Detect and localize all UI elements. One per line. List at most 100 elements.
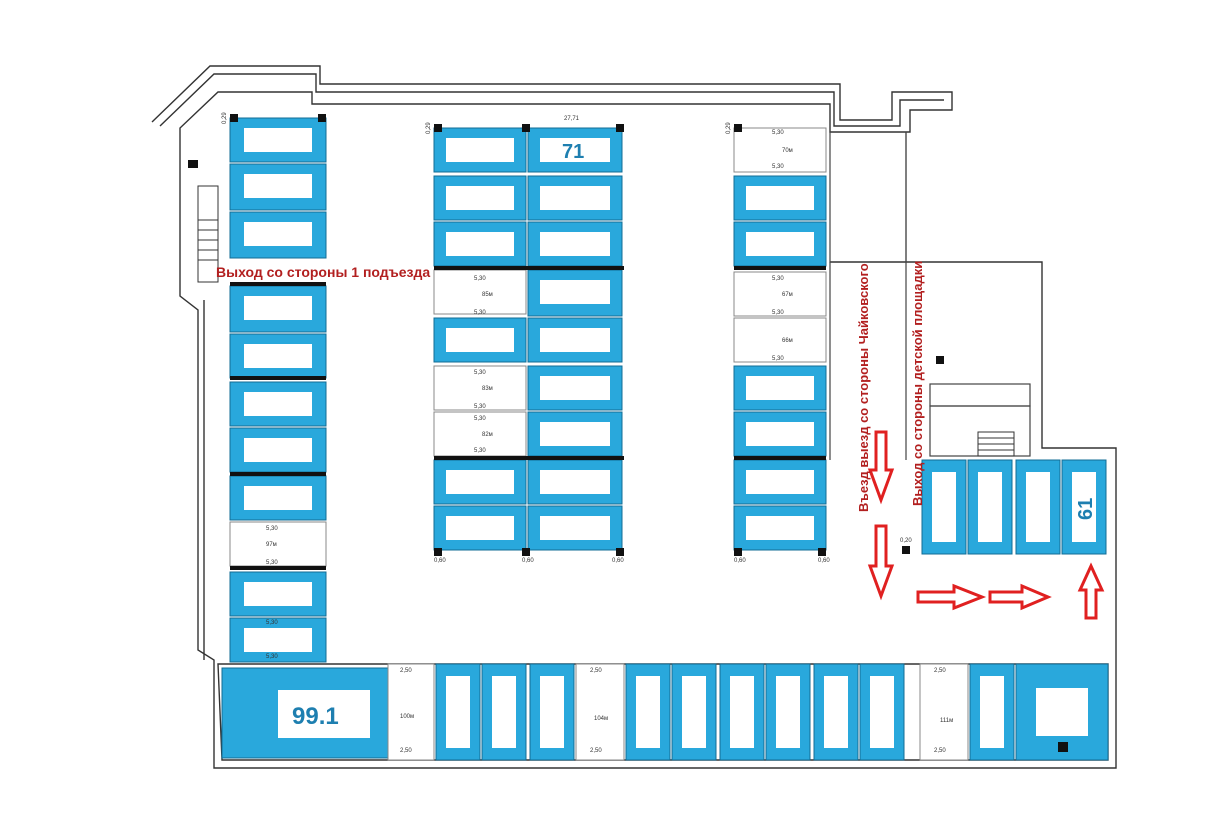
arrow-down-icon xyxy=(867,430,895,505)
parking-spot xyxy=(719,663,765,761)
label-exit-entrance-1: Выход со стороны 1 подъезда xyxy=(216,264,430,280)
dim-label: 0,60 xyxy=(818,558,830,564)
parking-spot-free xyxy=(387,663,435,761)
direction-arrows xyxy=(867,430,1105,620)
parking-spot xyxy=(625,663,671,761)
staircase-right xyxy=(977,431,1015,457)
free-spot-70: 70м xyxy=(782,148,793,154)
parking-spot-61 xyxy=(1061,459,1107,555)
free-spot-82: 82м xyxy=(482,432,493,438)
dim-label: 5,30 xyxy=(266,560,278,566)
parking-spot xyxy=(671,663,717,761)
dim-label: 5,30 xyxy=(474,416,486,422)
parking-spot xyxy=(733,505,827,551)
parking-spot xyxy=(733,411,827,457)
parking-spot xyxy=(433,505,527,551)
parking-spot xyxy=(969,663,1015,761)
ramp-walls xyxy=(829,131,1031,460)
dim-label: 0,60 xyxy=(734,558,746,564)
arrow-up-icon xyxy=(1077,562,1105,620)
parking-spot xyxy=(967,459,1013,555)
spot-number-99: 99.1 xyxy=(292,703,339,730)
parking-spot xyxy=(765,663,811,761)
parking-spot xyxy=(527,505,623,551)
parking-spot xyxy=(1015,459,1061,555)
parking-spot-free xyxy=(733,271,827,317)
parking-spot xyxy=(527,411,623,457)
arrow-right-icon xyxy=(916,583,987,611)
dim-label: 5,30 xyxy=(266,654,278,660)
parking-spot xyxy=(859,663,905,761)
parking-spot xyxy=(433,459,527,505)
parking-spot-free xyxy=(733,127,827,173)
parking-spot xyxy=(229,163,327,211)
parking-spot xyxy=(527,317,623,363)
dim-label: 2,50 xyxy=(400,748,412,754)
dim-label: 2,50 xyxy=(934,668,946,674)
parking-spot-free xyxy=(433,365,527,411)
dim-label: 5,30 xyxy=(772,130,784,136)
parking-spot-99 xyxy=(221,667,389,759)
bottom-row-spots xyxy=(221,663,1109,761)
dim-label: 0,60 xyxy=(522,558,534,564)
columns xyxy=(188,114,1068,752)
parking-spot-free xyxy=(733,317,827,363)
parking-spot xyxy=(733,459,827,505)
dim-label: 5,30 xyxy=(474,310,486,316)
dim-label: 5,30 xyxy=(266,526,278,532)
parking-spot xyxy=(527,127,623,173)
parking-spot xyxy=(229,211,327,259)
dim-label: 5,30 xyxy=(772,164,784,170)
parking-spot xyxy=(527,221,623,267)
parking-spot xyxy=(527,269,623,317)
arrow-right-icon xyxy=(988,583,1052,611)
free-spot-100: 100м xyxy=(400,714,414,720)
dim-label: 0,29 xyxy=(726,122,732,134)
parking-spot xyxy=(921,459,967,555)
dim-label: 2,50 xyxy=(590,668,602,674)
parking-spot-free xyxy=(575,663,625,761)
middle-column-spots xyxy=(433,127,623,551)
dim-label: 0,29 xyxy=(222,112,228,124)
parking-spot xyxy=(733,221,827,267)
parking-spot xyxy=(229,427,327,473)
free-spot-111: 111м xyxy=(940,718,953,724)
dim-label: 0,29 xyxy=(426,122,432,134)
parking-spot xyxy=(527,175,623,221)
parking-spot xyxy=(813,663,859,761)
parking-spot xyxy=(229,333,327,379)
spot-number-61: 61 xyxy=(1075,498,1097,520)
parking-spot xyxy=(433,221,527,267)
dim-label: 5,30 xyxy=(772,310,784,316)
parking-spot xyxy=(229,117,327,163)
parking-spot xyxy=(229,285,327,333)
label-entry-tchaikovsky: Въезд выезд со стороны Чайковского xyxy=(856,263,871,512)
dim-label: 0,20 xyxy=(900,538,912,544)
parking-spot xyxy=(527,459,623,505)
dim-label: 2,50 xyxy=(934,748,946,754)
dim-top-width: 27,71 xyxy=(564,116,580,122)
spot-number-71: 71 xyxy=(562,141,584,163)
left-column-spots xyxy=(229,117,327,663)
staircase-left xyxy=(197,185,219,283)
free-spot-67: 67м xyxy=(782,292,793,298)
dim-label: 5,30 xyxy=(266,620,278,626)
parking-spot xyxy=(229,571,327,617)
dim-label: 5,30 xyxy=(474,448,486,454)
parking-spot-free xyxy=(229,521,327,567)
dim-label: 2,50 xyxy=(590,748,602,754)
dim-label: 0,60 xyxy=(434,558,446,564)
free-spot-97: 97м xyxy=(266,542,277,548)
parking-spot xyxy=(433,127,527,173)
parking-spot xyxy=(433,175,527,221)
dim-label: 5,30 xyxy=(772,276,784,282)
dim-label: 5,30 xyxy=(474,404,486,410)
parking-spot xyxy=(527,365,623,411)
parking-spot xyxy=(229,381,327,427)
dim-label: 2,50 xyxy=(400,668,412,674)
free-spot-66: 66м xyxy=(782,338,793,344)
free-spot-85: 85м xyxy=(482,292,493,298)
parking-spot xyxy=(529,663,575,761)
